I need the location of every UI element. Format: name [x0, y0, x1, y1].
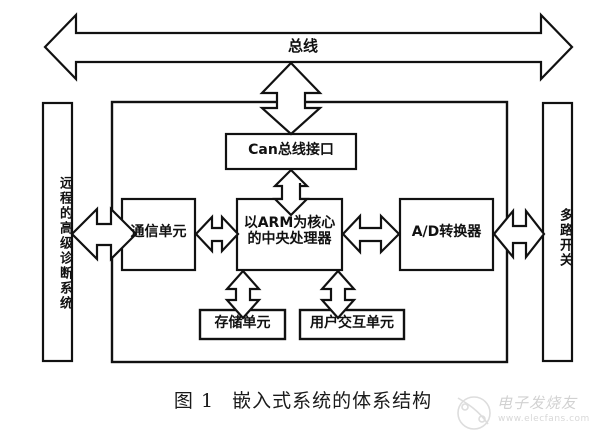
remote-diagnosis-box [41, 101, 74, 363]
figure-caption-text: 嵌入式系统的体系结构 [232, 390, 433, 412]
connector-remote-to-comm-icon [70, 206, 138, 262]
remote-diagnosis-label: 远程的高级诊断系统 [57, 175, 72, 311]
connector-can-to-cpu-icon [272, 168, 310, 217]
connector-bus-to-can-icon [259, 61, 323, 136]
figure-caption: 图 1 嵌入式系统的体系结构 [0, 386, 606, 413]
storage-unit-label: 存储单元 [214, 315, 271, 331]
can-interface-label: Can总线接口 [248, 142, 334, 158]
ad-converter-label: A/D转换器 [411, 224, 482, 240]
can-interface-box [224, 132, 358, 171]
cpu-core-label: 以ARM为核心 的中央处理器 [243, 215, 336, 247]
connector-cpu-to-ad-icon [341, 213, 401, 255]
ad-converter-box [398, 197, 495, 272]
multiplex-switch-label: 多路开关 [557, 208, 572, 268]
comm-unit-label: 通信单元 [130, 224, 187, 240]
connector-comm-to-cpu-icon [194, 214, 240, 254]
figure-number: 图 1 [173, 390, 215, 412]
connector-ad-to-switch-icon [492, 207, 546, 261]
bus-arrow-shape [43, 12, 574, 82]
user-interaction-unit-label: 用户交互单元 [310, 315, 394, 331]
connector-cpu-to-storage-icon [224, 269, 262, 320]
user-interaction-unit-box [298, 308, 406, 341]
connector-cpu-to-user-icon [319, 269, 357, 320]
bus-label: 总线 [287, 37, 318, 55]
